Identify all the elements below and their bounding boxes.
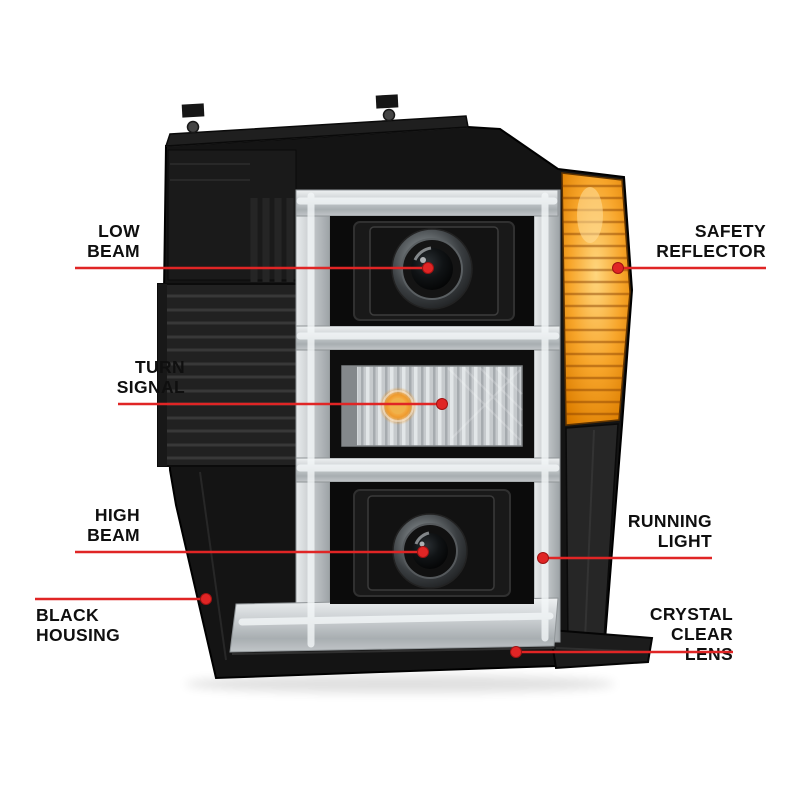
- screw-head: [186, 120, 200, 134]
- amber-panel: [561, 172, 631, 426]
- upper-left-lines: [170, 163, 250, 181]
- low-beam-projector: [330, 216, 534, 326]
- callout-label-safety-reflector: SAFETY REFLECTOR: [656, 221, 766, 261]
- top-mounting-bracket: [164, 94, 469, 147]
- callout-label-running-light: RUNNING LIGHT: [627, 511, 712, 551]
- screw-head: [382, 108, 396, 122]
- mount-strip: [164, 115, 469, 147]
- low-beam-lens-highlight: [413, 246, 432, 261]
- housing-lower-left-contour: [199, 471, 227, 661]
- high-beam-lens-glint: [419, 541, 425, 547]
- callout-label-crystal-clear-lens: CRYSTAL CLEAR LENS: [649, 604, 733, 664]
- mount-tab-left: [181, 103, 205, 118]
- light-bar-bottom: [229, 597, 559, 653]
- bottom-lens-edge: [231, 647, 555, 655]
- low-beam-lens-glint: [420, 257, 426, 263]
- upper-left-ridges: [250, 198, 294, 282]
- amber-highlight: [577, 187, 603, 243]
- turn-signal-end-cap: [342, 366, 357, 446]
- high-beam-projector: [330, 482, 534, 604]
- light-bar-glow-core: [238, 192, 560, 648]
- callout-label-high-beam: HIGH BEAM: [87, 505, 140, 545]
- turn-signal-crystal: [341, 365, 523, 447]
- turn-signal-lens: [330, 350, 534, 458]
- high-beam-lens-highlight: [414, 531, 430, 545]
- callout-label-low-beam: LOW BEAM: [87, 221, 140, 261]
- turn-signal-bulb-ring: [382, 390, 414, 422]
- turn-signal-bulb: [390, 398, 406, 414]
- mount-tab-right: [375, 94, 399, 109]
- callout-label-black-housing: BLACK HOUSING: [36, 605, 121, 645]
- turn-signal-crosshatch: [447, 367, 523, 441]
- drl-light-bar: [229, 189, 561, 653]
- upper-left-panel: [167, 149, 297, 282]
- side-reflector-amber: [561, 172, 631, 426]
- bracket-left-edge: [158, 284, 167, 466]
- callout-label-turn-signal: TURN SIGNAL: [116, 357, 185, 397]
- side-panel-contour: [584, 429, 595, 641]
- ground-shadow: [185, 675, 615, 693]
